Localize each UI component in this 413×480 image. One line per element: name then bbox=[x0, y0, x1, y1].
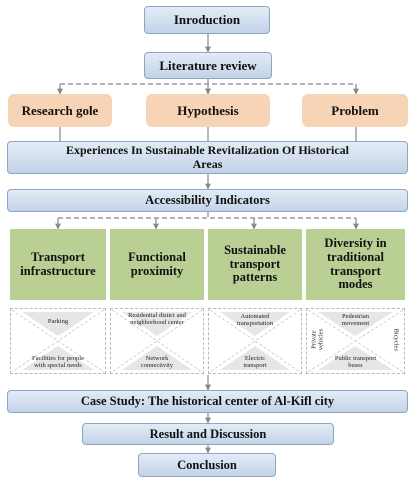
triangle-bottom-2 bbox=[122, 346, 192, 370]
pattern-1-top-text: Parking bbox=[10, 318, 106, 325]
pattern-4-right-text: Bicycles bbox=[392, 320, 400, 360]
indicator-1-title-line1: Transport bbox=[31, 249, 85, 264]
facilities-label-line1: Facilities for people bbox=[32, 355, 84, 362]
automated-label-line1: Automated bbox=[240, 313, 270, 320]
problem-label: Problem bbox=[331, 102, 379, 118]
triangle-bottom-4 bbox=[318, 346, 393, 370]
public-transport-label-line2: buses bbox=[348, 362, 363, 370]
triangle-top-2 bbox=[122, 312, 192, 336]
case-study-box: Case Study: The historical center of Al-… bbox=[7, 390, 408, 413]
facilities-label-line2: with special needs bbox=[34, 362, 82, 370]
conclusion-label: Conclusion bbox=[177, 457, 237, 472]
literature-review-box: Literature review bbox=[144, 52, 272, 79]
introduction-box: Inroduction bbox=[144, 6, 270, 34]
triangle-top-3 bbox=[220, 312, 290, 336]
indicator-transport-infrastructure: Transport infrastructure bbox=[10, 229, 106, 300]
indicator-4-title-line4: modes bbox=[338, 277, 373, 292]
literature-review-label: Literature review bbox=[159, 57, 257, 73]
automated-label-line2: transportation bbox=[236, 320, 274, 328]
result-discussion-box: Result and Discussion bbox=[82, 423, 334, 445]
pattern-2-bottom-text: Network connectivity bbox=[110, 355, 204, 370]
public-transport-label-line1: Public transport bbox=[334, 355, 377, 362]
triangle-top-1 bbox=[22, 312, 94, 336]
triangle-bottom-1 bbox=[22, 346, 94, 370]
network-label-line1: Network bbox=[145, 355, 169, 362]
network-label-line2: connectivity bbox=[140, 362, 174, 370]
research-gole-label: Research gole bbox=[21, 102, 99, 118]
pattern-1-bottom-text: Facilities for people with special needs bbox=[10, 355, 106, 370]
hypothesis-label: Hypothesis bbox=[177, 102, 239, 118]
cross-pattern-4 bbox=[307, 309, 404, 373]
pattern-3-top-text: Automated transportation bbox=[208, 313, 302, 328]
experiences-box: Experiences In Sustainable Revitalizatio… bbox=[7, 141, 408, 174]
indicator-4-title-line2: traditional bbox=[327, 249, 384, 264]
cross-pattern-1 bbox=[11, 309, 105, 373]
indicator-4-title-line1: Diversity in bbox=[324, 236, 387, 250]
pattern-3-bottom-text: Electric transport bbox=[208, 355, 302, 370]
indicator-3-title-line1: Sustainable bbox=[224, 242, 286, 257]
hypothesis-box: Hypothesis bbox=[146, 94, 270, 127]
pedestrian-label-line1: Pedestrian bbox=[341, 313, 370, 320]
indicator-sustainable-transport-patterns: Sustainable transport patterns bbox=[208, 229, 302, 300]
pattern-box-2 bbox=[110, 308, 204, 374]
indicator-1-title-line2: infrastructure bbox=[20, 263, 96, 278]
parking-label: Parking bbox=[47, 318, 69, 325]
triangle-bottom-3 bbox=[220, 346, 290, 370]
accessibility-indicators-box: Accessibility Indicators bbox=[7, 189, 408, 212]
electric-label-line2: transport bbox=[243, 362, 267, 370]
experiences-label-line1: Experiences In Sustainable Revitalizatio… bbox=[66, 142, 349, 157]
indicator-2-title-line2: proximity bbox=[130, 263, 184, 278]
private-vehicles-label-line2: vehicles bbox=[318, 328, 325, 351]
pedestrian-label-line2: movement bbox=[341, 320, 370, 328]
research-gole-box: Research gole bbox=[8, 94, 112, 127]
pattern-2-top-text: Residential distict and neighborhood cen… bbox=[110, 312, 204, 327]
pattern-4-top-text: Pedestrian movement bbox=[306, 313, 405, 328]
residential-label-line1: Residential distict and bbox=[128, 312, 186, 319]
indicator-3-title-line3: patterns bbox=[232, 270, 278, 285]
residential-label-line2: neighborhood center bbox=[130, 319, 184, 327]
private-vehicles-label-line1: Private bbox=[310, 330, 318, 349]
pattern-box-4 bbox=[306, 308, 405, 374]
case-study-label: Case Study: The historical center of Al-… bbox=[80, 394, 335, 408]
pattern-box-3 bbox=[208, 308, 302, 374]
indicator-functional-proximity: Functional proximity bbox=[110, 229, 204, 300]
experiences-label-line2: Areas bbox=[192, 156, 223, 171]
indicator-diversity-traditional-modes: Diversity in traditional transport modes bbox=[306, 229, 405, 300]
indicator-4-title-line3: transport bbox=[330, 263, 381, 278]
result-discussion-label: Result and Discussion bbox=[149, 426, 267, 441]
pattern-box-1 bbox=[10, 308, 106, 374]
accessibility-indicators-label: Accessibility Indicators bbox=[145, 193, 270, 207]
cross-pattern-2 bbox=[111, 309, 203, 373]
dashed-branch-top bbox=[60, 79, 356, 85]
dashed-branch-indicators bbox=[58, 212, 356, 219]
problem-box: Problem bbox=[302, 94, 408, 127]
triangle-top-4 bbox=[318, 312, 393, 336]
cross-pattern-3 bbox=[209, 309, 301, 373]
electric-label-line1: Electric bbox=[244, 355, 266, 362]
pattern-4-left-text: Private vehicles bbox=[311, 319, 326, 359]
pattern-4-bottom-text: Public transport buses bbox=[306, 355, 405, 370]
introduction-label: Inroduction bbox=[173, 12, 241, 27]
indicator-3-title-line2: transport bbox=[229, 256, 281, 271]
bicycles-label: Bicycles bbox=[392, 328, 400, 351]
conclusion-box: Conclusion bbox=[138, 453, 276, 477]
indicator-2-title-line1: Functional bbox=[128, 249, 186, 264]
